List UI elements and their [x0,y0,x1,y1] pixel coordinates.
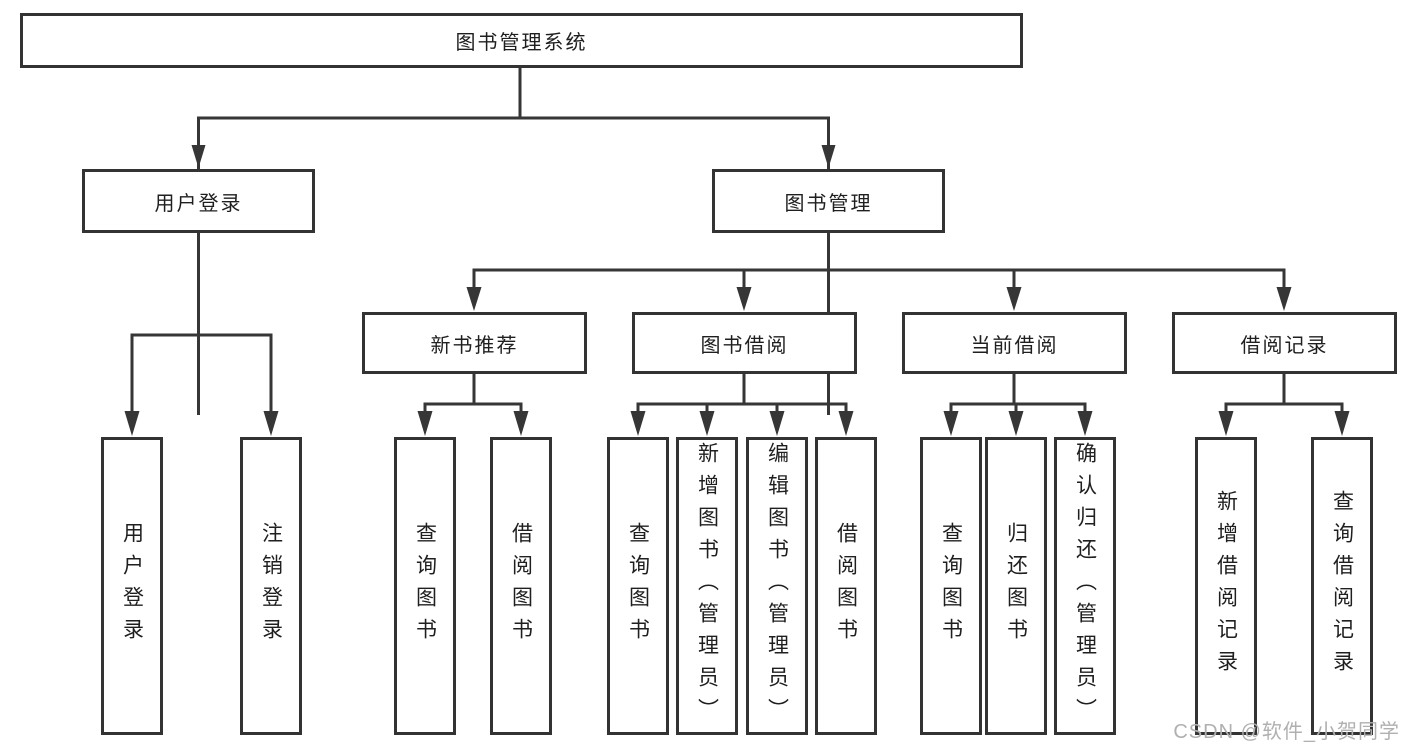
node-book-borrow: 图书借阅 [632,312,857,374]
node-book-management: 图书管理 [712,169,945,233]
node-leaf-add-borrow-record-label: 新增借阅记录 [1214,490,1238,682]
node-leaf-query-book-1-label: 查询图书 [413,522,437,650]
edge-borrow-record-to-leaves [1224,374,1344,414]
node-new-book-recommend-label: 新书推荐 [430,334,519,357]
node-leaf-return-book: 归还图书 [985,437,1047,735]
node-leaf-query-book-3-label: 查询图书 [939,522,963,650]
edge-current-borrow-arrowheads [943,411,1093,436]
node-leaf-return-book-label: 归还图书 [1004,522,1028,650]
node-leaf-confirm-return-admin-label: 确认归还（管理员） [1073,442,1097,730]
node-leaf-query-book-1: 查询图书 [394,437,456,735]
edge-user-login-arrowheads [124,411,279,436]
node-book-borrow-label: 图书借阅 [700,334,789,357]
edge-borrow-record-arrowheads [1218,411,1350,436]
node-leaf-edit-book-admin-label: 编辑图书（管理员） [765,442,789,730]
edge-root-arrowheads [191,145,836,168]
node-current-borrow-label: 当前借阅 [970,334,1059,357]
node-leaf-confirm-return-admin: 确认归还（管理员） [1054,437,1116,735]
node-leaf-query-borrow-record-label: 查询借阅记录 [1330,490,1354,682]
node-leaf-borrow-book-1-label: 借阅图书 [509,522,533,650]
node-borrow-record: 借阅记录 [1172,312,1397,374]
edge-user-login-to-leaves [130,233,273,414]
node-borrow-record-label: 借阅记录 [1240,334,1329,357]
node-user-login-group: 用户登录 [82,169,315,233]
node-leaf-borrow-book-2: 借阅图书 [815,437,877,735]
node-leaf-add-book-admin: 新增图书（管理员） [676,437,738,735]
node-book-management-label: 图书管理 [784,192,873,215]
edge-new-book-arrowheads [417,411,529,436]
node-leaf-user-login: 用户登录 [101,437,163,735]
node-leaf-query-book-2-label: 查询图书 [626,522,650,650]
node-leaf-query-book-2: 查询图书 [607,437,669,735]
node-root-label: 图书管理系统 [455,32,588,54]
node-leaf-edit-book-admin: 编辑图书（管理员） [746,437,808,735]
node-user-login-group-label: 用户登录 [154,192,243,215]
node-current-borrow: 当前借阅 [902,312,1127,374]
watermark: CSDN @软件_小贺同学 [1173,721,1400,743]
edge-book-management-to-level2 [472,233,1286,290]
node-leaf-logout-label: 注销登录 [259,522,283,650]
edge-book-borrow-arrowheads [630,411,854,436]
node-leaf-user-login-label: 用户登录 [120,522,144,650]
node-leaf-query-book-3: 查询图书 [920,437,982,735]
node-leaf-query-borrow-record: 查询借阅记录 [1311,437,1373,735]
edge-new-book-to-leaves [423,374,523,414]
node-leaf-add-book-admin-label: 新增图书（管理员） [695,442,719,730]
edge-book-borrow-to-leaves [636,374,848,414]
node-leaf-logout: 注销登录 [240,437,302,735]
node-root: 图书管理系统 [20,13,1023,68]
node-leaf-borrow-book-2-label: 借阅图书 [834,522,858,650]
edge-book-management-arrowheads [466,287,1292,311]
node-leaf-borrow-book-1: 借阅图书 [490,437,552,735]
node-leaf-add-borrow-record: 新增借阅记录 [1195,437,1257,735]
edge-current-borrow-to-leaves [949,374,1087,414]
node-new-book-recommend: 新书推荐 [362,312,587,374]
